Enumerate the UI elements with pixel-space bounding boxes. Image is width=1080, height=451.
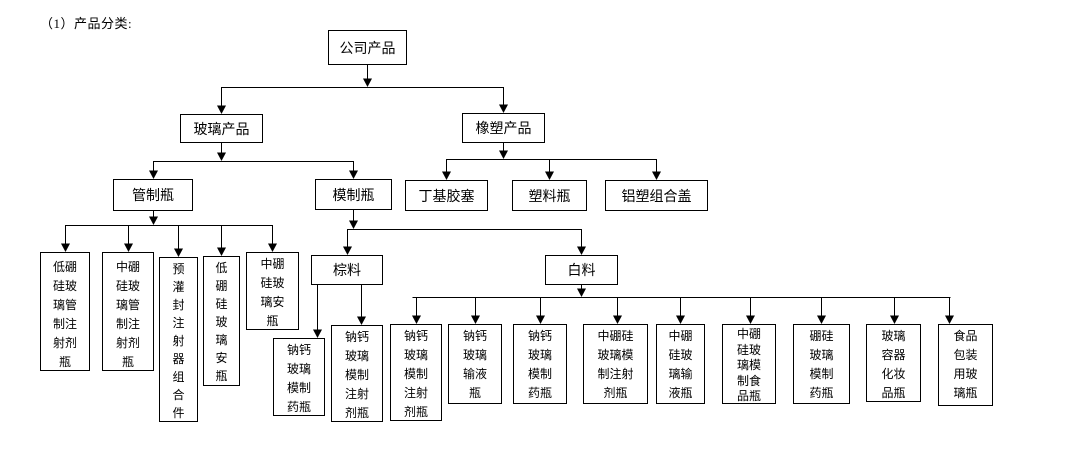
leaf-soda-lime-molded-injection-bottle-amber: 钠钙 玻璃 模制 注射 剂瓶 [331, 325, 383, 422]
node-amber-material: 棕料 [311, 255, 383, 285]
node-plastic-bottle: 塑料瓶 [512, 180, 587, 211]
node-company-products: 公司产品 [328, 30, 407, 65]
leaf-soda-lime-infusion-bottle: 钠钙 玻璃 输液 瓶 [448, 324, 502, 404]
node-molded-bottle: 模制瓶 [315, 179, 392, 210]
node-tube-made-bottle: 管制瓶 [113, 179, 193, 211]
section-title: （1）产品分类: [40, 16, 133, 31]
node-glass-products: 玻璃产品 [180, 114, 263, 143]
leaf-soda-lime-molded-medicine-bottle-amber: 钠钙 玻璃 模制 药瓶 [273, 338, 325, 416]
node-rubber-plastic-products: 橡塑产品 [462, 113, 545, 143]
leaf-low-borosilicate-tube-injection-vial: 低硼 硅玻 璃管 制注 射剂 瓶 [40, 252, 90, 371]
leaf-soda-lime-molded-injection-bottle: 钠钙 玻璃 模制 注射 剂瓶 [390, 324, 442, 421]
node-butyl-rubber-stopper: 丁基胶塞 [405, 180, 488, 211]
leaf-medium-borosilicate-tube-injection-vial: 中硼 硅玻 璃管 制注 射剂 瓶 [102, 252, 154, 371]
leaf-medium-borosilicate-ampoule: 中硼 硅玻 璃安 瓶 [246, 252, 299, 330]
leaf-soda-lime-molded-medicine-bottle: 钠钙 玻璃 模制 药瓶 [513, 324, 567, 404]
leaf-borosilicate-molded-medicine-bottle: 硼硅 玻璃 模制 药瓶 [793, 324, 850, 404]
leaf-food-packaging-glass-bottle: 食品 包装 用玻 璃瓶 [938, 324, 993, 406]
leaf-medium-borosilicate-molded-injection-bottle: 中硼硅 玻璃模 制注射 剂瓶 [583, 324, 648, 404]
node-flint-material: 白料 [545, 255, 618, 285]
leaf-prefilled-syringe-assembly: 预 灌 封 注 射 器 组 合 件 [159, 257, 198, 422]
node-aluminum-plastic-cap: 铝塑组合盖 [605, 180, 708, 211]
leaf-glass-container-cosmetic-bottle: 玻璃 容器 化妆 品瓶 [866, 324, 921, 402]
leaf-low-borosilicate-ampoule: 低 硼 硅 玻 璃 安 瓶 [203, 256, 240, 386]
leaf-medium-borosilicate-infusion-bottle: 中硼 硅玻 璃输 液瓶 [656, 324, 705, 404]
leaf-medium-borosilicate-molded-food-bottle: 中硼 硅玻 璃模 制食 品瓶 [722, 324, 776, 404]
